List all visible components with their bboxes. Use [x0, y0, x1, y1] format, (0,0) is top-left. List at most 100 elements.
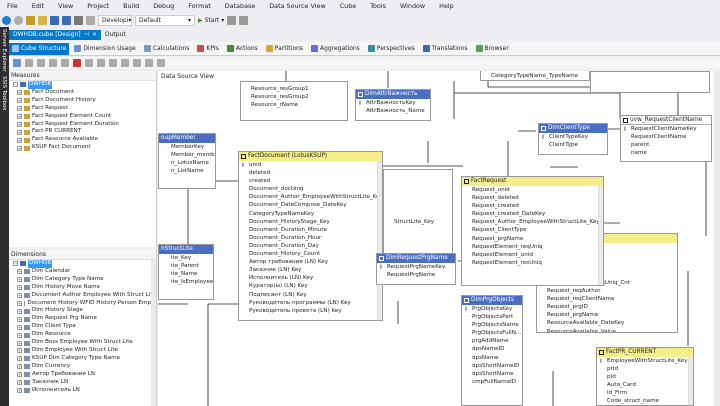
table-column[interactable]: ite_IsEmployee	[171, 279, 214, 286]
table-column[interactable]: Руководитель программы (LN) Key	[249, 299, 351, 306]
table-column[interactable]: RequestPrgNameKey	[377, 263, 455, 271]
table-column[interactable]: Заказчик (LN) Key	[249, 267, 302, 274]
table-column[interactable]: ite_Name	[171, 271, 198, 278]
menu-file[interactable]: File	[7, 2, 18, 10]
table-column[interactable]: dpsShortNameID	[472, 362, 520, 369]
menu-view[interactable]: View	[58, 2, 74, 10]
table-column[interactable]: Request_Author_EmployeeWithStructLite_Ke…	[472, 219, 600, 226]
expand-icon[interactable]: +	[17, 269, 22, 275]
table-column[interactable]: RequestElement_unid	[472, 251, 533, 258]
table-header[interactable]: DimRequestPrgName	[377, 254, 455, 263]
table-header[interactable]: FactPR_CURRENT	[597, 348, 693, 357]
table-column[interactable]: prId	[607, 366, 619, 373]
table-category-type-name[interactable]: CategoryTypeName_TypeName	[480, 71, 590, 81]
table-column[interactable]: unid	[239, 161, 382, 169]
table-column[interactable]: Document_History_Count	[249, 251, 321, 258]
tree-item[interactable]: +Dim Boss Employee With Struct Lite	[9, 339, 156, 347]
expand-icon[interactable]: +	[17, 380, 22, 386]
tab-cube-structure[interactable]: Cube Structure	[9, 42, 70, 55]
table-column[interactable]: AttrВажностьKey	[356, 99, 430, 107]
table-column[interactable]: Request_deleted	[472, 195, 519, 202]
tree-item[interactable]: +Dim Currency	[9, 363, 156, 371]
save-all-icon[interactable]	[62, 15, 71, 25]
tab-cube-design[interactable]: DWHDB.cube [Design]⊣×	[9, 30, 101, 40]
menu-project[interactable]: Project	[87, 2, 110, 10]
tree-item[interactable]: +Fact PR CURRENT	[9, 128, 156, 136]
table-column[interactable]: RequestClientNameKey	[621, 125, 711, 133]
table-column[interactable]: Куратор(ы) (LN) Key	[249, 283, 308, 290]
table-column[interactable]: Document_Author_EmployeeWithStructLite_K…	[249, 194, 383, 201]
tree-item[interactable]: +Document Author Employee With Struct Li…	[9, 292, 156, 300]
table-column[interactable]: cmpFullNameID	[472, 378, 517, 385]
table-column[interactable]: Request_unid	[472, 187, 510, 193]
table-header[interactable]: FactRequest	[462, 177, 603, 186]
table-column[interactable]: ClientTypeKey	[539, 133, 607, 141]
refresh-icon[interactable]	[97, 59, 105, 67]
table-column[interactable]: Resource_resGroup1	[251, 86, 309, 92]
table-scrollbar[interactable]	[598, 186, 603, 285]
table-scrollbar[interactable]	[688, 357, 693, 405]
table-column[interactable]: Document_Duration_Day	[249, 242, 319, 249]
expand-icon[interactable]: +	[17, 277, 22, 283]
table-column[interactable]: created	[249, 178, 271, 185]
expand-icon[interactable]: +	[17, 129, 22, 135]
tab-perspectives[interactable]: Perspectives	[365, 43, 418, 55]
table-header[interactable]: FactDocument (LotusKSUP)	[239, 152, 382, 161]
redo-icon[interactable]	[86, 15, 95, 25]
open-icon[interactable]	[38, 15, 47, 25]
table-column[interactable]: PrgObjectsKey	[462, 305, 522, 313]
tree-item[interactable]: +Fact Request Element Count	[9, 113, 156, 121]
tree-item[interactable]: +Dim Calendar	[9, 268, 156, 276]
tree-item[interactable]: +Dim Request Prg Name	[9, 315, 156, 323]
back-icon[interactable]	[2, 15, 11, 25]
collapse-icon[interactable]: −	[13, 82, 18, 88]
table-header[interactable]: DimPrgObjects	[462, 296, 522, 305]
expand-icon[interactable]: +	[17, 340, 22, 346]
tree-item[interactable]: +Dim History Stage	[9, 307, 156, 315]
platform-select[interactable]: Default▾	[135, 14, 195, 26]
table-column[interactable]: Code_struct_name	[607, 398, 659, 405]
tree-item[interactable]: +KSUP Fact Document	[9, 144, 156, 152]
table-header[interactable]: DimAttrВажность	[356, 90, 430, 99]
menu-help[interactable]: Help	[439, 2, 454, 10]
table-column[interactable]: ResourceAvailable_Value	[547, 328, 617, 333]
table-column[interactable]: Document_Duration_Hour	[249, 234, 322, 241]
expand-icon[interactable]: +	[17, 372, 22, 378]
table-dim-attr-importance[interactable]: DimAttrВажность AttrВажностьKeyAttrВажно…	[355, 89, 431, 121]
table-column[interactable]: n_ListName	[171, 168, 204, 175]
table-column[interactable]: EmployeeWithStructLite_Key	[597, 357, 693, 365]
expand-icon[interactable]: +	[17, 137, 22, 143]
expand-icon[interactable]: +	[17, 90, 22, 96]
table-column[interactable]: Resource_rName	[251, 102, 299, 109]
table-column[interactable]: ite_Key	[171, 255, 192, 261]
table-column[interactable]: RequestPrgName	[387, 272, 436, 279]
menu-edit[interactable]: Edit	[31, 2, 45, 10]
table-column[interactable]: Подписант (LN) Key	[249, 291, 307, 298]
tab-output[interactable]: Output	[101, 30, 130, 40]
tree-item[interactable]: +Dim History Move Name	[9, 284, 156, 292]
table-column[interactable]: Member_member	[171, 152, 216, 159]
expand-icon[interactable]: +	[17, 98, 22, 104]
expand-icon[interactable]: +	[17, 387, 22, 393]
tree-item[interactable]: +Fact Resource Available	[9, 136, 156, 144]
table-column[interactable]: Request_reqClientName	[547, 296, 615, 303]
table-column[interactable]: StructLite_Key	[394, 219, 435, 225]
table-fact-document[interactable]: FactDocument (LotusKSUP) uniddeletedcrea…	[238, 151, 383, 321]
table-column[interactable]: MemberKey	[171, 144, 205, 150]
zoom-icon[interactable]	[109, 59, 117, 67]
toolbar-icon[interactable]	[239, 15, 249, 25]
tab-kpis[interactable]: KPIs	[194, 43, 221, 55]
show-tables-icon[interactable]	[85, 59, 93, 67]
add-measure-group-icon[interactable]	[37, 59, 45, 67]
expand-icon[interactable]: +	[17, 114, 22, 120]
menu-build[interactable]: Build	[123, 2, 140, 10]
table-scrollbar[interactable]	[377, 161, 382, 320]
add-dimension-icon[interactable]	[49, 59, 57, 67]
ssis-toolbox-tab[interactable]: SSIS Toolbox	[1, 75, 7, 111]
collapse-icon[interactable]: −	[13, 261, 18, 267]
table-column[interactable]: Auto_Card	[607, 382, 636, 389]
